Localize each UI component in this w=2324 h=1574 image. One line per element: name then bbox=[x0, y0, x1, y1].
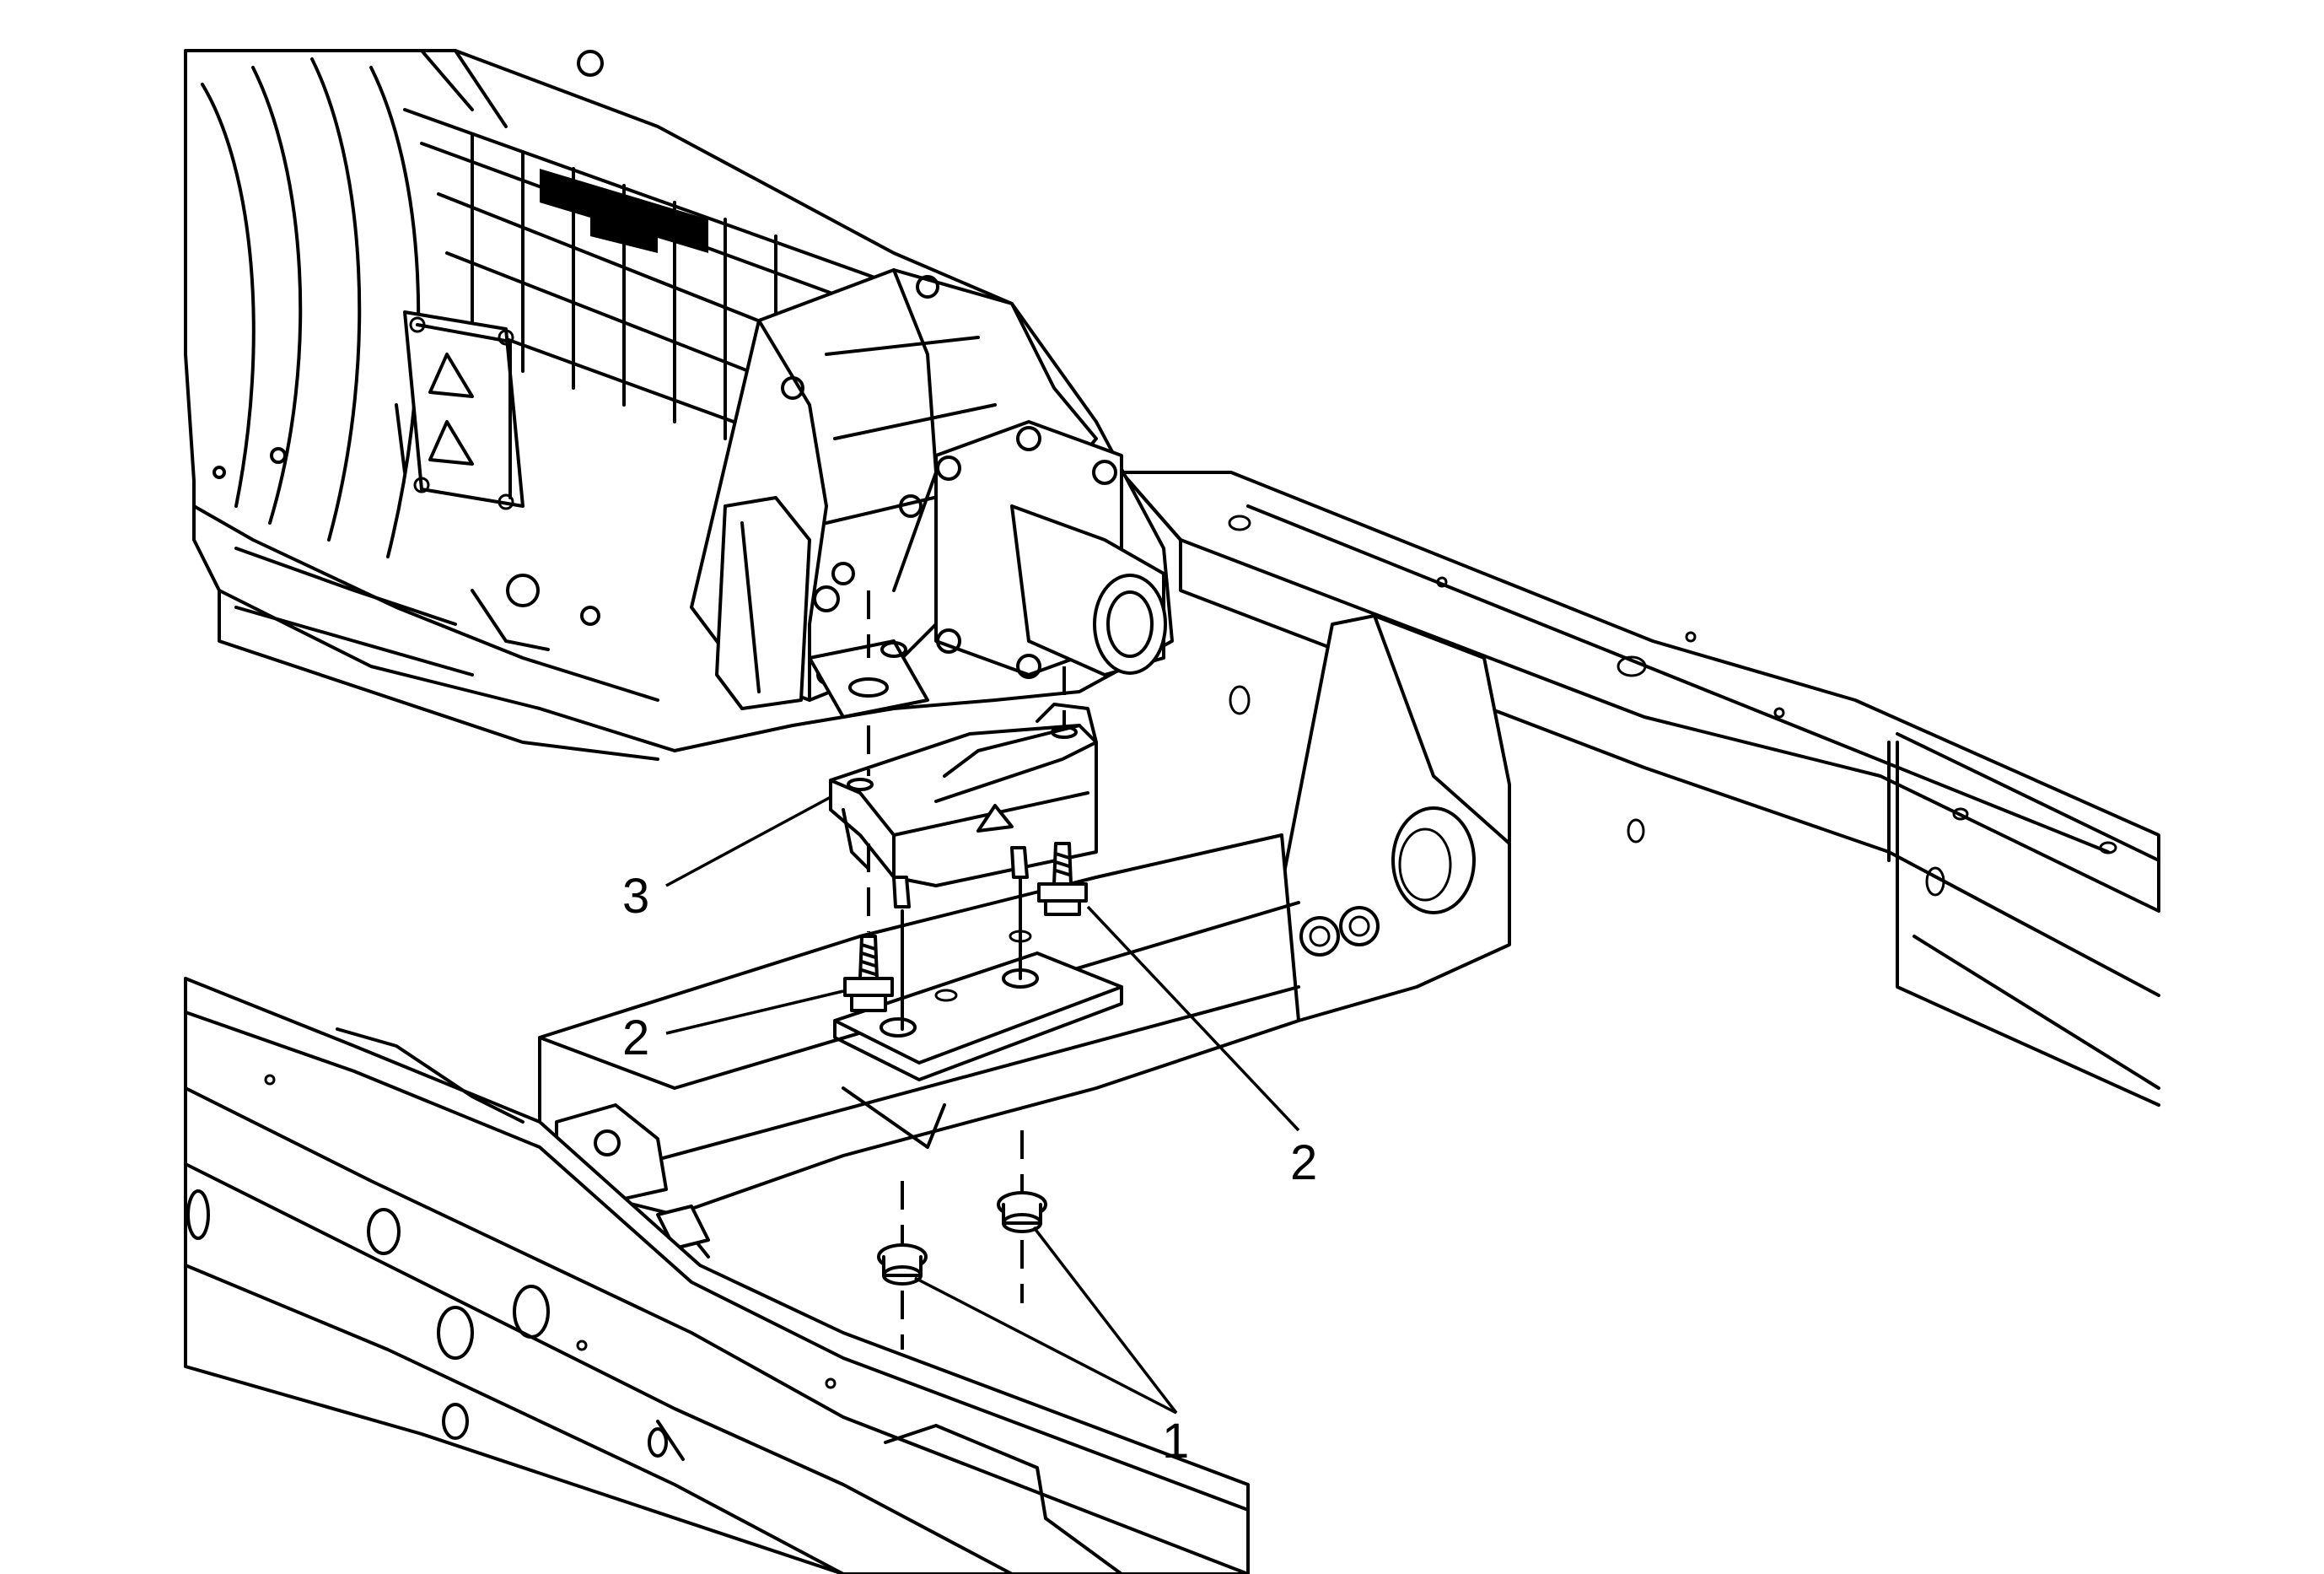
callout-1: 1 bbox=[1162, 1414, 1189, 1469]
leader-lines bbox=[665, 795, 1300, 1415]
alignment-lines bbox=[867, 590, 1066, 1350]
callout-2-right: 2 bbox=[1290, 1135, 1317, 1190]
transmission-mount bbox=[829, 703, 1098, 908]
frame-rail-right bbox=[1120, 471, 2160, 1107]
nut-right bbox=[997, 1191, 1047, 1233]
crossmember bbox=[538, 833, 1300, 1259]
transmission bbox=[184, 49, 1174, 761]
callout-2-left: 2 bbox=[622, 1011, 649, 1065]
bolt-right bbox=[1037, 842, 1088, 916]
callout-3: 3 bbox=[622, 869, 649, 924]
bolt-left bbox=[843, 935, 894, 1012]
frame-rail-left bbox=[184, 977, 1250, 1574]
nut-left bbox=[877, 1243, 928, 1286]
